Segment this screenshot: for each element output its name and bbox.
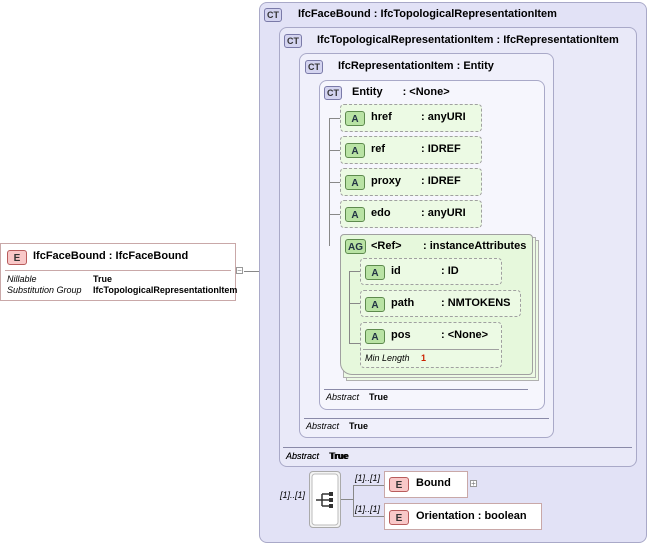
nillable-value: True bbox=[93, 274, 113, 284]
substitution-group-value: IfcTopologicalRepresentationItem bbox=[93, 285, 238, 295]
attribute-id[interactable]: A id : ID bbox=[360, 258, 502, 285]
sequence-multiplicity: [1]..[1] bbox=[280, 490, 306, 500]
abstract-value: True bbox=[349, 421, 369, 431]
attribute-path[interactable]: A path : NMTOKENS bbox=[360, 290, 521, 317]
root-element-box[interactable]: E IfcFaceBound : IfcFaceBound Nillable T… bbox=[0, 243, 238, 301]
abstract-label: Abstract bbox=[286, 451, 320, 461]
substitution-group-label: Substitution Group bbox=[7, 285, 82, 295]
abstract-label: Abstract bbox=[286, 451, 320, 461]
complex-type-title: IfcFaceBound : IfcTopologicalRepresentat… bbox=[298, 8, 557, 20]
complex-type-title: IfcTopologicalRepresentationItem : IfcRe… bbox=[317, 34, 619, 46]
attribute-href[interactable]: A href : anyURI bbox=[340, 104, 482, 132]
attribute-name: edo bbox=[371, 207, 391, 219]
attribute-badge-icon: A bbox=[345, 111, 365, 126]
abstract-value: True bbox=[329, 451, 349, 461]
element-badge-icon: E bbox=[389, 510, 409, 525]
attribute-type: : anyURI bbox=[421, 111, 466, 123]
abstract-value: True bbox=[369, 392, 389, 402]
attribute-badge-icon: A bbox=[345, 175, 365, 190]
attribute-badge-icon: A bbox=[365, 265, 385, 280]
abstract-label: Abstract bbox=[326, 392, 360, 402]
collapse-toggle-icon[interactable]: − bbox=[236, 266, 243, 275]
element-bound[interactable]: E Bound bbox=[384, 471, 468, 498]
complex-type-badge-icon: CT bbox=[324, 86, 342, 100]
bound-multiplicity: [1]..[1] bbox=[355, 473, 381, 483]
attribute-name: ref bbox=[371, 143, 386, 155]
attribute-name: id bbox=[391, 265, 401, 277]
abstract-label: Abstract bbox=[306, 421, 340, 431]
attribute-badge-icon: A bbox=[365, 297, 385, 312]
attribute-type: : ID bbox=[441, 265, 459, 277]
attribute-group-badge-icon: AG bbox=[345, 239, 366, 254]
nillable-label: Nillable bbox=[7, 274, 37, 284]
attribute-pos[interactable]: A pos : <None> Min Length 1 bbox=[360, 322, 502, 368]
min-length-label: Min Length bbox=[365, 353, 410, 363]
sequence-compositor-icon[interactable] bbox=[309, 471, 341, 528]
attribute-edo[interactable]: A edo : anyURI bbox=[340, 200, 482, 228]
attribute-name: path bbox=[391, 297, 415, 309]
complex-type-badge-icon: CT bbox=[264, 8, 282, 22]
element-badge-icon: E bbox=[7, 250, 27, 265]
attribute-type: : IDREF bbox=[421, 175, 461, 187]
complex-type-badge-icon: CT bbox=[284, 34, 302, 48]
expand-toggle-icon[interactable]: + bbox=[470, 479, 477, 488]
attribute-name: proxy bbox=[371, 175, 401, 187]
attribute-badge-icon: A bbox=[345, 143, 365, 158]
attribute-ref[interactable]: A ref : IDREF bbox=[340, 136, 482, 164]
attribute-badge-icon: A bbox=[365, 329, 385, 344]
attribute-name: href bbox=[371, 111, 392, 123]
abstract-value: True bbox=[330, 451, 350, 461]
root-element-name: IfcFaceBound : IfcFaceBound bbox=[33, 250, 189, 262]
attribute-type: : anyURI bbox=[421, 207, 466, 219]
attribute-name: pos bbox=[391, 329, 411, 341]
complex-type-badge-icon: CT bbox=[305, 60, 323, 74]
attribute-type: : IDREF bbox=[421, 143, 461, 155]
element-name: Bound bbox=[416, 477, 451, 489]
element-badge-icon: E bbox=[389, 477, 409, 492]
attribute-proxy[interactable]: A proxy : IDREF bbox=[340, 168, 482, 196]
attribute-group-name: <Ref> bbox=[371, 240, 402, 252]
attribute-type: : NMTOKENS bbox=[441, 297, 511, 309]
min-length-value: 1 bbox=[421, 353, 427, 363]
attribute-group-type: : instanceAttributes bbox=[423, 240, 527, 252]
complex-type-title: Entity: <None> bbox=[352, 86, 450, 98]
orientation-multiplicity: [1]..[1] bbox=[355, 504, 381, 514]
complex-type-title: IfcRepresentationItem : Entity bbox=[338, 60, 494, 72]
element-orientation[interactable]: E Orientation : boolean bbox=[384, 503, 542, 530]
element-name: Orientation : boolean bbox=[416, 510, 527, 522]
attribute-type: : <None> bbox=[441, 329, 489, 341]
attribute-badge-icon: A bbox=[345, 207, 365, 222]
